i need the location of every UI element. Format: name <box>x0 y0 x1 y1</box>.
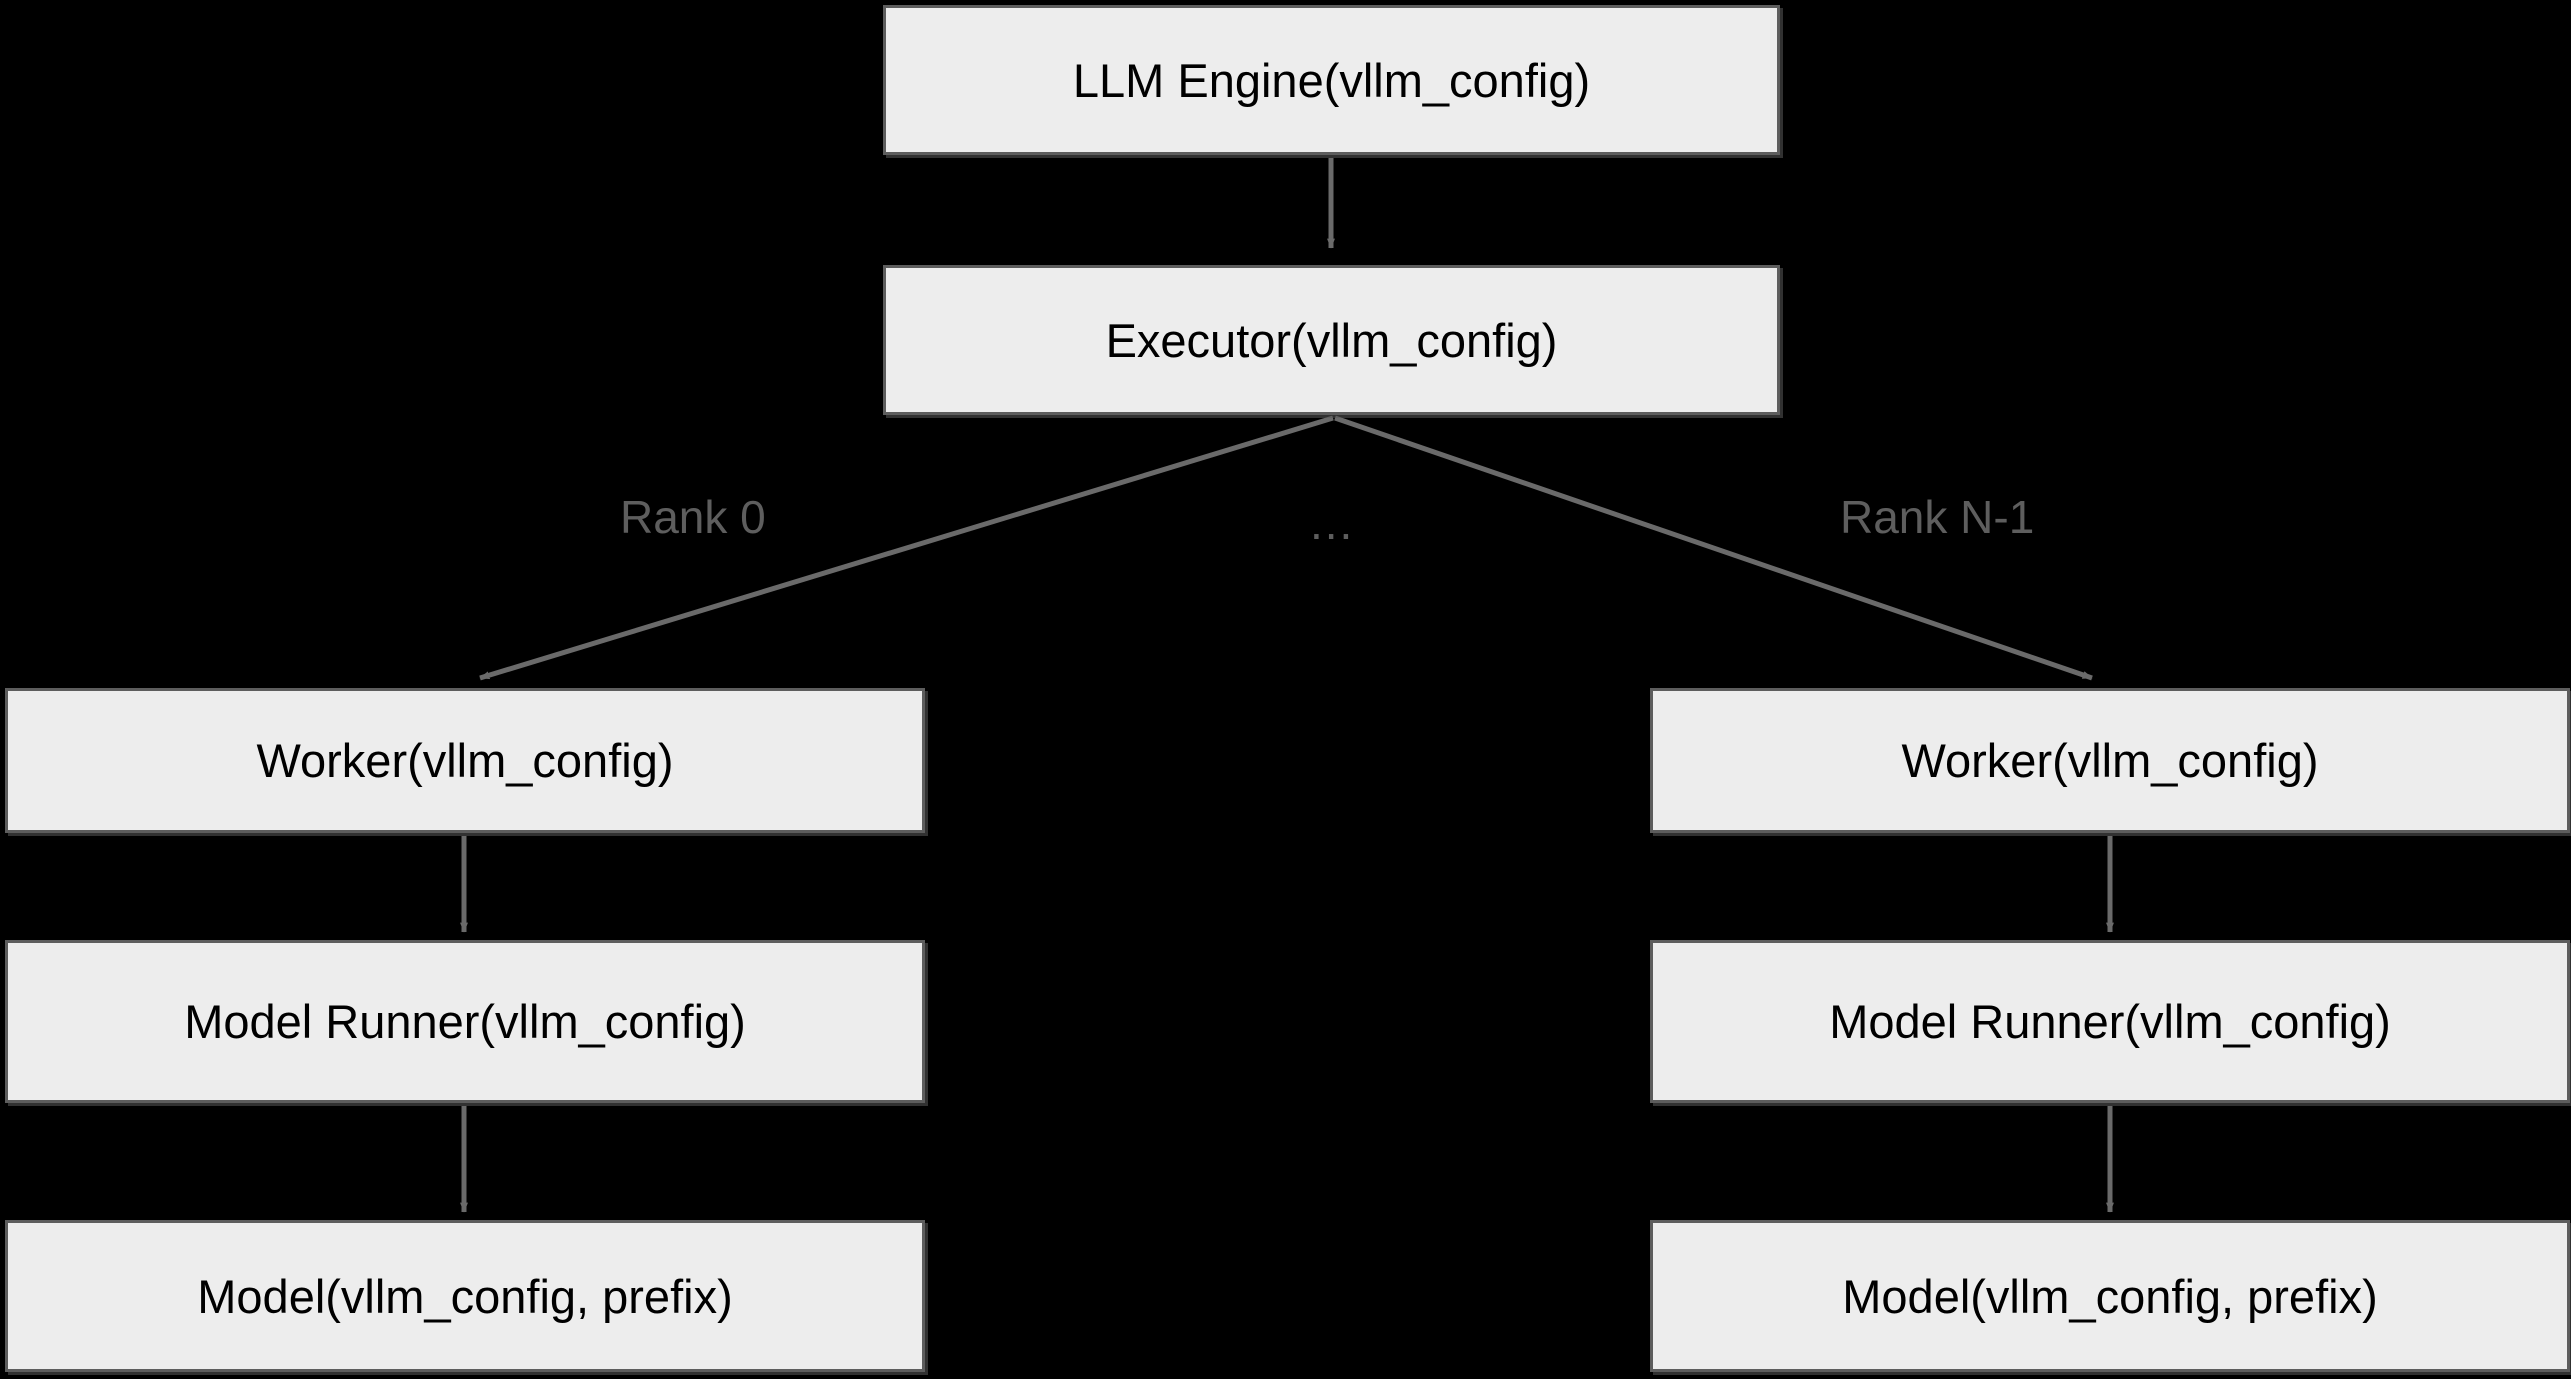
edge-executor-to-worker-rank0 <box>479 415 1334 681</box>
node-model-rankn[interactable]: Model(vllm_config, prefix) <box>1650 1220 2570 1372</box>
edge-label-rank-0: Rank 0 <box>620 491 766 543</box>
node-llm-engine-label: LLM Engine(vllm_config) <box>1072 53 1591 107</box>
node-executor-label: Executor(vllm_config) <box>1105 313 1558 367</box>
edge-label-rank-n-1: Rank N-1 <box>1840 491 2035 543</box>
node-worker-rank0[interactable]: Worker(vllm_config) <box>5 688 925 833</box>
node-model-rank0-label: Model(vllm_config, prefix) <box>197 1269 733 1323</box>
node-model-runner-rank0-label: Model Runner(vllm_config) <box>184 995 746 1048</box>
node-model-rankn-label: Model(vllm_config, prefix) <box>1842 1269 2378 1323</box>
node-worker-rankn-label: Worker(vllm_config) <box>1901 734 2319 787</box>
node-worker-rank0-label: Worker(vllm_config) <box>256 734 674 787</box>
node-executor[interactable]: Executor(vllm_config) <box>883 265 1780 415</box>
node-llm-engine[interactable]: LLM Engine(vllm_config) <box>883 5 1780 155</box>
node-model-runner-rankn[interactable]: Model Runner(vllm_config) <box>1650 940 2570 1103</box>
edge-executor-to-worker-rankn <box>1334 415 2093 681</box>
node-model-runner-rankn-label: Model Runner(vllm_config) <box>1829 995 2391 1048</box>
edge-label-ellipsis: ... <box>1310 497 1355 549</box>
node-model-runner-rank0[interactable]: Model Runner(vllm_config) <box>5 940 925 1103</box>
node-worker-rankn[interactable]: Worker(vllm_config) <box>1650 688 2570 833</box>
node-model-rank0[interactable]: Model(vllm_config, prefix) <box>5 1220 925 1372</box>
